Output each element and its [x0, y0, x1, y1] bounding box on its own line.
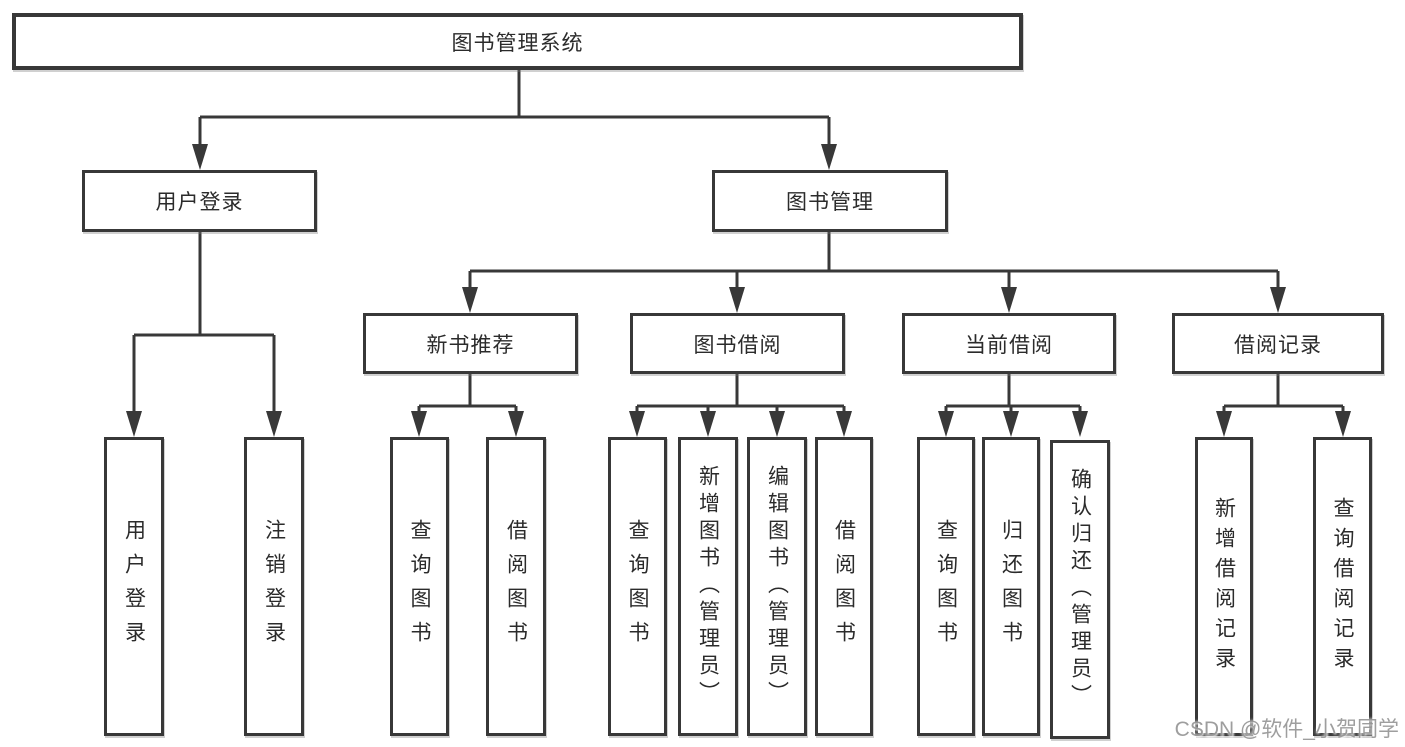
node-label: 借阅记录	[1234, 333, 1322, 357]
leaf-user-login: 用户登录	[104, 437, 164, 736]
node-label: 借阅图书	[832, 518, 856, 655]
node-label: 借阅图书	[504, 518, 528, 655]
watermark: CSDN @软件_小贺同学	[1174, 718, 1399, 741]
node-book-management: 图书管理	[712, 170, 948, 232]
node-label: 查询图书	[934, 518, 958, 655]
leaf-logout: 注销登录	[244, 437, 304, 736]
node-label: 查询图书	[626, 518, 649, 655]
node-label: 确认归还（管理员）	[1068, 468, 1092, 711]
leaf-recommend-query-books: 查询图书	[390, 437, 449, 736]
node-label: 注销登录	[262, 518, 286, 655]
leaf-borrowing-edit-books-admin: 编辑图书（管理员）	[747, 437, 807, 736]
node-book-borrowing: 图书借阅	[630, 313, 845, 374]
leaf-current-confirm-return-admin: 确认归还（管理员）	[1050, 440, 1110, 739]
leaf-recommend-borrow-books: 借阅图书	[486, 437, 546, 736]
node-label: 编辑图书（管理员）	[765, 465, 789, 708]
node-library-system: 图书管理系统	[12, 13, 1023, 70]
leaf-records-add-record: 新增借阅记录	[1195, 437, 1253, 736]
node-label: 新增图书（管理员）	[696, 465, 720, 708]
leaf-borrowing-query-books: 查询图书	[608, 437, 667, 736]
node-label: 当前借阅	[965, 333, 1053, 357]
node-label: 图书借阅	[693, 333, 782, 357]
node-label: 用户登录	[155, 191, 244, 214]
node-label: 用户登录	[122, 518, 146, 655]
leaf-current-return-books: 归还图书	[982, 437, 1040, 736]
node-borrowing-records: 借阅记录	[1172, 313, 1384, 374]
leaf-records-query-record: 查询借阅记录	[1313, 437, 1372, 736]
node-label: 新书推荐	[426, 333, 515, 357]
node-label: 查询图书	[408, 518, 431, 655]
leaf-borrowing-add-books-admin: 新增图书（管理员）	[678, 437, 738, 736]
node-label: 图书管理系统	[451, 31, 584, 55]
node-label: 新增借阅记录	[1212, 496, 1236, 677]
leaf-borrowing-borrow-books: 借阅图书	[815, 437, 873, 736]
node-label: 查询借阅记录	[1331, 496, 1354, 677]
node-new-book-recommendation: 新书推荐	[363, 313, 578, 374]
node-label: 图书管理	[786, 191, 874, 214]
node-current-borrowing: 当前借阅	[902, 313, 1116, 374]
node-user-login: 用户登录	[82, 170, 317, 232]
node-label: 归还图书	[999, 518, 1023, 655]
leaf-current-query-books: 查询图书	[917, 437, 975, 736]
